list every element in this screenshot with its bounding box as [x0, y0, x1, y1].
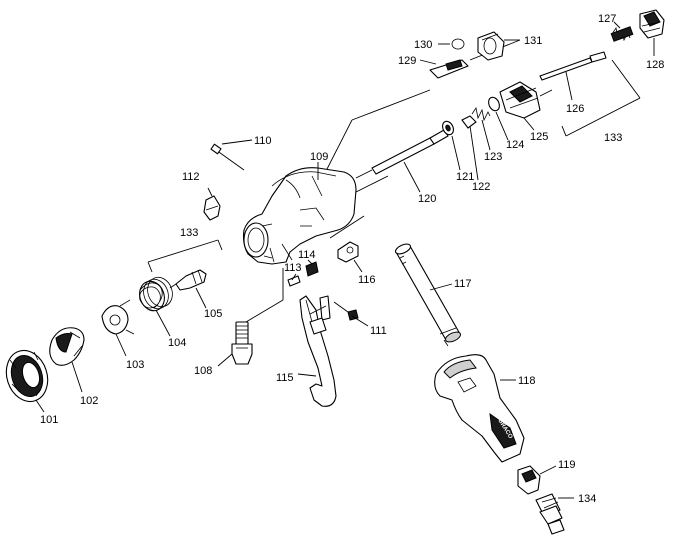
callout-110: 110	[254, 135, 272, 147]
part-115-trigger	[299, 295, 337, 407]
bracket-133-left	[147, 239, 223, 273]
part-126-rod	[539, 51, 607, 81]
part-110-screw	[210, 139, 253, 171]
callout-101: 101	[40, 414, 58, 426]
part-102-air-cap	[49, 327, 85, 366]
callout-131: 131	[524, 35, 542, 47]
part-124-washer	[488, 96, 500, 112]
part-120-needle	[355, 129, 449, 179]
part-105-fluid-nozzle	[169, 269, 207, 291]
callout-115: 115	[276, 372, 294, 384]
callout-125: 125	[530, 131, 548, 143]
part-128-cap-nut	[639, 9, 665, 39]
part-108-air-fitting	[231, 321, 253, 365]
callout-117: 117	[454, 278, 472, 290]
part-104-spring	[139, 276, 173, 312]
part-130-o-ring	[451, 38, 465, 50]
callout-112: 112	[182, 171, 200, 183]
part-121-seal	[442, 120, 454, 136]
callout-labels: 101 102 103 104 105 108 109 110 111 112 …	[40, 13, 664, 505]
part-116-bushing	[337, 241, 359, 263]
callout-122: 122	[472, 181, 490, 193]
part-131-nut	[477, 31, 505, 61]
part-101-retaining-ring	[5, 349, 49, 403]
callout-103: 103	[126, 359, 144, 371]
part-119-swivel	[517, 465, 541, 495]
callout-134: 134	[578, 493, 596, 505]
callout-105: 105	[204, 308, 222, 320]
part-127-spring	[610, 26, 634, 42]
part-122-packing	[461, 115, 477, 129]
part-125-housing	[499, 81, 553, 119]
callout-123: 123	[484, 151, 502, 163]
callout-114: 114	[298, 249, 316, 261]
part-114-fitting	[305, 261, 319, 277]
part-113-screw	[287, 275, 301, 287]
callout-leaders	[35, 21, 655, 499]
callout-104: 104	[168, 337, 186, 349]
part-123-spring	[471, 106, 491, 122]
part-112-plug	[203, 195, 221, 221]
callout-109: 109	[310, 151, 328, 163]
callout-111: 111	[370, 325, 387, 337]
part-103-tip-guard	[101, 299, 135, 335]
bracket-133-right	[561, 59, 641, 137]
callout-108: 108	[194, 365, 212, 377]
part-117-filter	[394, 243, 461, 347]
callout-120: 120	[418, 193, 436, 205]
callout-128: 128	[646, 59, 664, 71]
callout-119: 119	[558, 459, 576, 471]
callout-113: 113	[284, 262, 302, 274]
callout-133-left: 133	[180, 227, 198, 239]
part-118-handle: GRACO	[434, 354, 525, 463]
callout-130: 130	[414, 39, 432, 51]
part-111-screw	[333, 301, 359, 321]
callout-116: 116	[358, 274, 376, 286]
callout-102: 102	[80, 395, 98, 407]
callout-121: 121	[456, 171, 474, 183]
part-129-key	[429, 59, 469, 79]
callout-118: 118	[518, 375, 536, 387]
callout-129: 129	[398, 55, 416, 67]
part-109-gun-body	[242, 167, 357, 265]
callout-133-right: 133	[604, 132, 622, 144]
part-134-fitting	[535, 493, 565, 535]
callout-124: 124	[506, 139, 524, 151]
callout-127: 127	[598, 13, 616, 25]
callout-126: 126	[566, 103, 584, 115]
